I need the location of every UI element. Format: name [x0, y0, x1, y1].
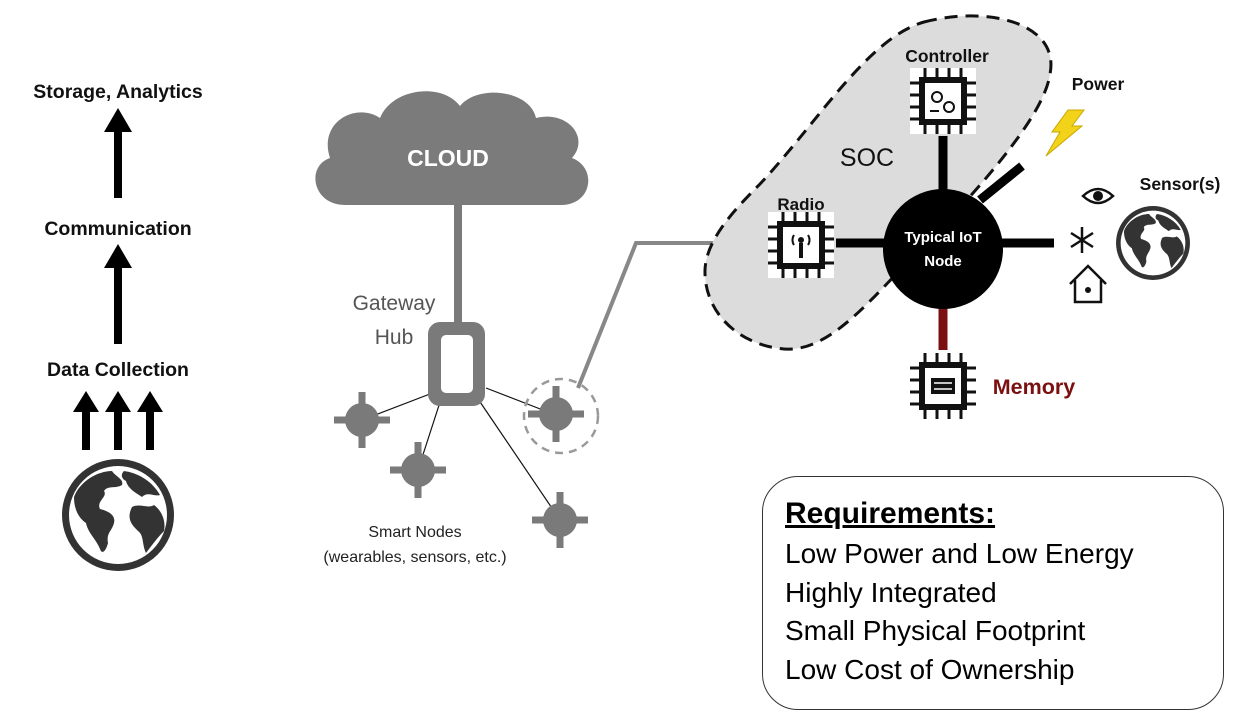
memory-chip-icon [908, 351, 978, 421]
smart-node-highlighted [528, 386, 584, 442]
sensor-globe-icon [1116, 206, 1190, 280]
up-arrow-icon [104, 108, 132, 198]
typical-iot-node [883, 189, 1003, 309]
cloud-label: CLOUD [407, 145, 489, 171]
cloud-link [454, 204, 462, 324]
eye-icon [1081, 187, 1115, 205]
smart-node [334, 392, 390, 448]
lightning-icon [1045, 109, 1085, 157]
highlight-ring [522, 377, 600, 455]
controller-label: Controller [905, 46, 989, 66]
smart-nodes-label: Smart Nodes [368, 524, 461, 541]
data-collection-label: Data Collection [47, 359, 189, 381]
controller-chip-icon [908, 66, 978, 136]
storage-analytics-label: Storage, Analytics [33, 81, 203, 103]
communication-label: Communication [44, 218, 191, 240]
up-arrows-icon [73, 391, 163, 450]
memory-label: Memory [993, 375, 1075, 399]
hub-label: Hub [375, 326, 414, 349]
globe-icon [62, 459, 174, 571]
up-arrow-icon [104, 244, 132, 344]
soc-label: SOC [840, 144, 894, 172]
gateway-label: Gateway [353, 292, 436, 315]
radio-label: Radio [777, 195, 824, 214]
smart-nodes-caption: (wearables, sensors, etc.) [323, 549, 506, 566]
radio-chip-icon [766, 210, 836, 280]
requirements-title: Requirements: [785, 497, 996, 530]
requirement-item: Small Physical Footprint [785, 615, 1086, 646]
smart-node [390, 442, 446, 498]
gateway-hub-icon [428, 322, 485, 406]
house-icon [1069, 264, 1107, 304]
requirement-item: Low Power and Low Energy [785, 538, 1134, 569]
node-label-line2: Node [924, 253, 962, 270]
requirement-item: Low Cost of Ownership [785, 653, 1075, 685]
smart-node [532, 492, 588, 548]
power-label: Power [1072, 74, 1125, 94]
snowflake-icon [1070, 227, 1094, 253]
requirements-list: Low Power and Low Energy Highly Integrat… [785, 535, 1134, 689]
sensors-label: Sensor(s) [1140, 174, 1221, 194]
cloud-icon [315, 91, 589, 206]
requirements-box: Requirements: Low Power and Low Energy H… [762, 476, 1224, 710]
node-label-line1: Typical IoT [904, 229, 981, 246]
requirement-item: Highly Integrated [785, 576, 997, 608]
